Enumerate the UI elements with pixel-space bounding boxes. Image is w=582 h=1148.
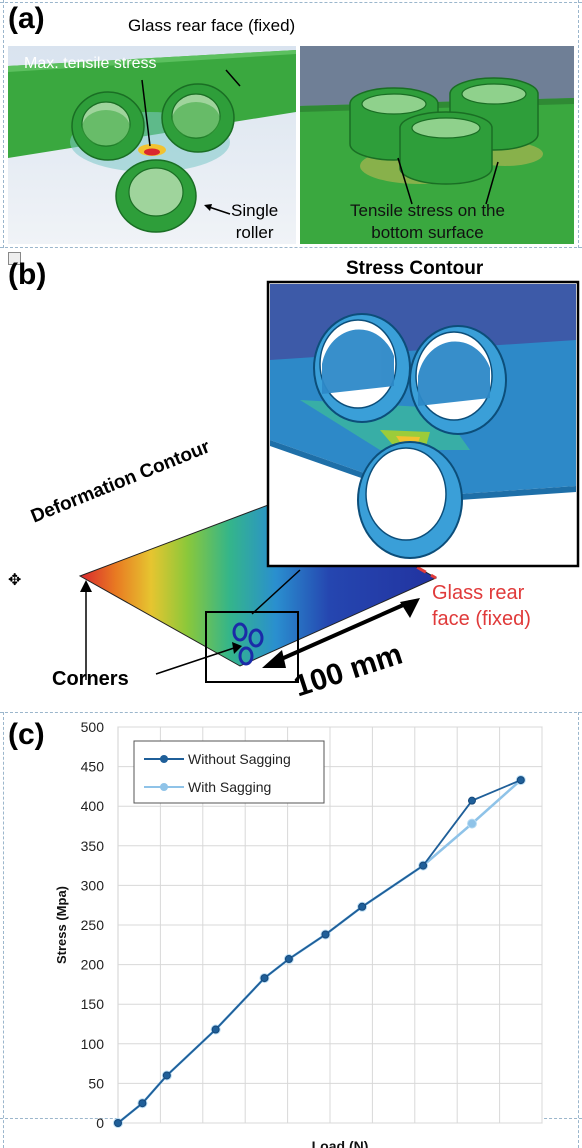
- arrow-bottom-left: [397, 157, 413, 205]
- panel-b-render: [78, 280, 580, 683]
- glass-rear-face-b-label: Glass rear face (fixed): [432, 582, 531, 630]
- image-placeholder-icon: [8, 252, 21, 265]
- corners-label: Corners: [52, 668, 129, 690]
- y-tick-label: 300: [81, 877, 105, 893]
- y-tick-label: 200: [81, 957, 105, 973]
- x-axis-title: Load (N): [312, 1138, 369, 1148]
- series-point-0: [321, 930, 330, 939]
- corner-right-arrow: [155, 647, 235, 675]
- max-tensile-label: Max. tensile stress: [24, 55, 157, 72]
- panel-a-border-bottom: [0, 247, 582, 248]
- series-point-0: [516, 776, 525, 785]
- y-tick-label: 450: [81, 759, 105, 775]
- series-point-0: [138, 1099, 147, 1108]
- y-axis-title: Stress (Mpa): [54, 886, 69, 964]
- glass-rear-face-label: Glass rear face (fixed): [128, 16, 296, 35]
- arrow-bottom-right: [485, 161, 499, 205]
- scale-bar: [269, 600, 411, 666]
- legend-swatch-marker: [160, 783, 168, 791]
- arrow-max-tensile: [141, 79, 151, 147]
- panel-a-letter: (a): [8, 2, 45, 35]
- legend-box: [133, 740, 325, 804]
- arrow-glass-face: [225, 69, 241, 87]
- series-point-0: [358, 902, 367, 911]
- legend-label: With Sagging: [188, 779, 271, 795]
- y-tick-label: 250: [81, 917, 105, 933]
- series-point-0: [114, 1119, 122, 1127]
- series-point-0: [284, 955, 293, 964]
- y-tick-label: 100: [81, 1036, 105, 1052]
- series-point-0: [419, 861, 428, 870]
- panel-c-border-right: [578, 712, 579, 1148]
- legend-swatch-marker: [160, 755, 168, 763]
- y-tick-label: 50: [88, 1075, 104, 1091]
- series-point-0: [162, 1071, 171, 1080]
- panel-a-border-top: [0, 2, 582, 3]
- legend-label: Without Sagging: [188, 751, 291, 767]
- series-point-0: [260, 974, 269, 983]
- y-tick-label: 500: [81, 719, 105, 735]
- panel-a-border-left: [3, 0, 4, 248]
- y-tick-label: 150: [81, 996, 105, 1012]
- y-tick-label: 400: [81, 798, 105, 814]
- roller-detail-box: [205, 611, 299, 683]
- zoom-connector-line: [251, 569, 301, 615]
- panel-c-letter: (c): [8, 718, 45, 751]
- y-tick-label: 0: [96, 1115, 104, 1131]
- panel-c-border-top: [0, 712, 582, 713]
- series-point-0: [467, 796, 476, 805]
- tensile-bottom-label: Tensile stress on the bottom surface: [350, 201, 505, 242]
- panel-c-border-left: [3, 712, 4, 1148]
- panel-a-left-render: [8, 46, 296, 244]
- series-point-1: [466, 818, 477, 829]
- single-roller-label: Single roller: [231, 201, 279, 242]
- series-point-0: [211, 1025, 220, 1034]
- panel-a-right-render: [300, 46, 574, 244]
- panel-a-border-right: [578, 0, 579, 248]
- panel-b-letter: (b): [8, 258, 47, 291]
- stress-contour-label: Stress Contour: [346, 258, 484, 279]
- y-tick-label: 350: [81, 838, 105, 854]
- move-handle-icon[interactable]: ✥: [8, 570, 22, 589]
